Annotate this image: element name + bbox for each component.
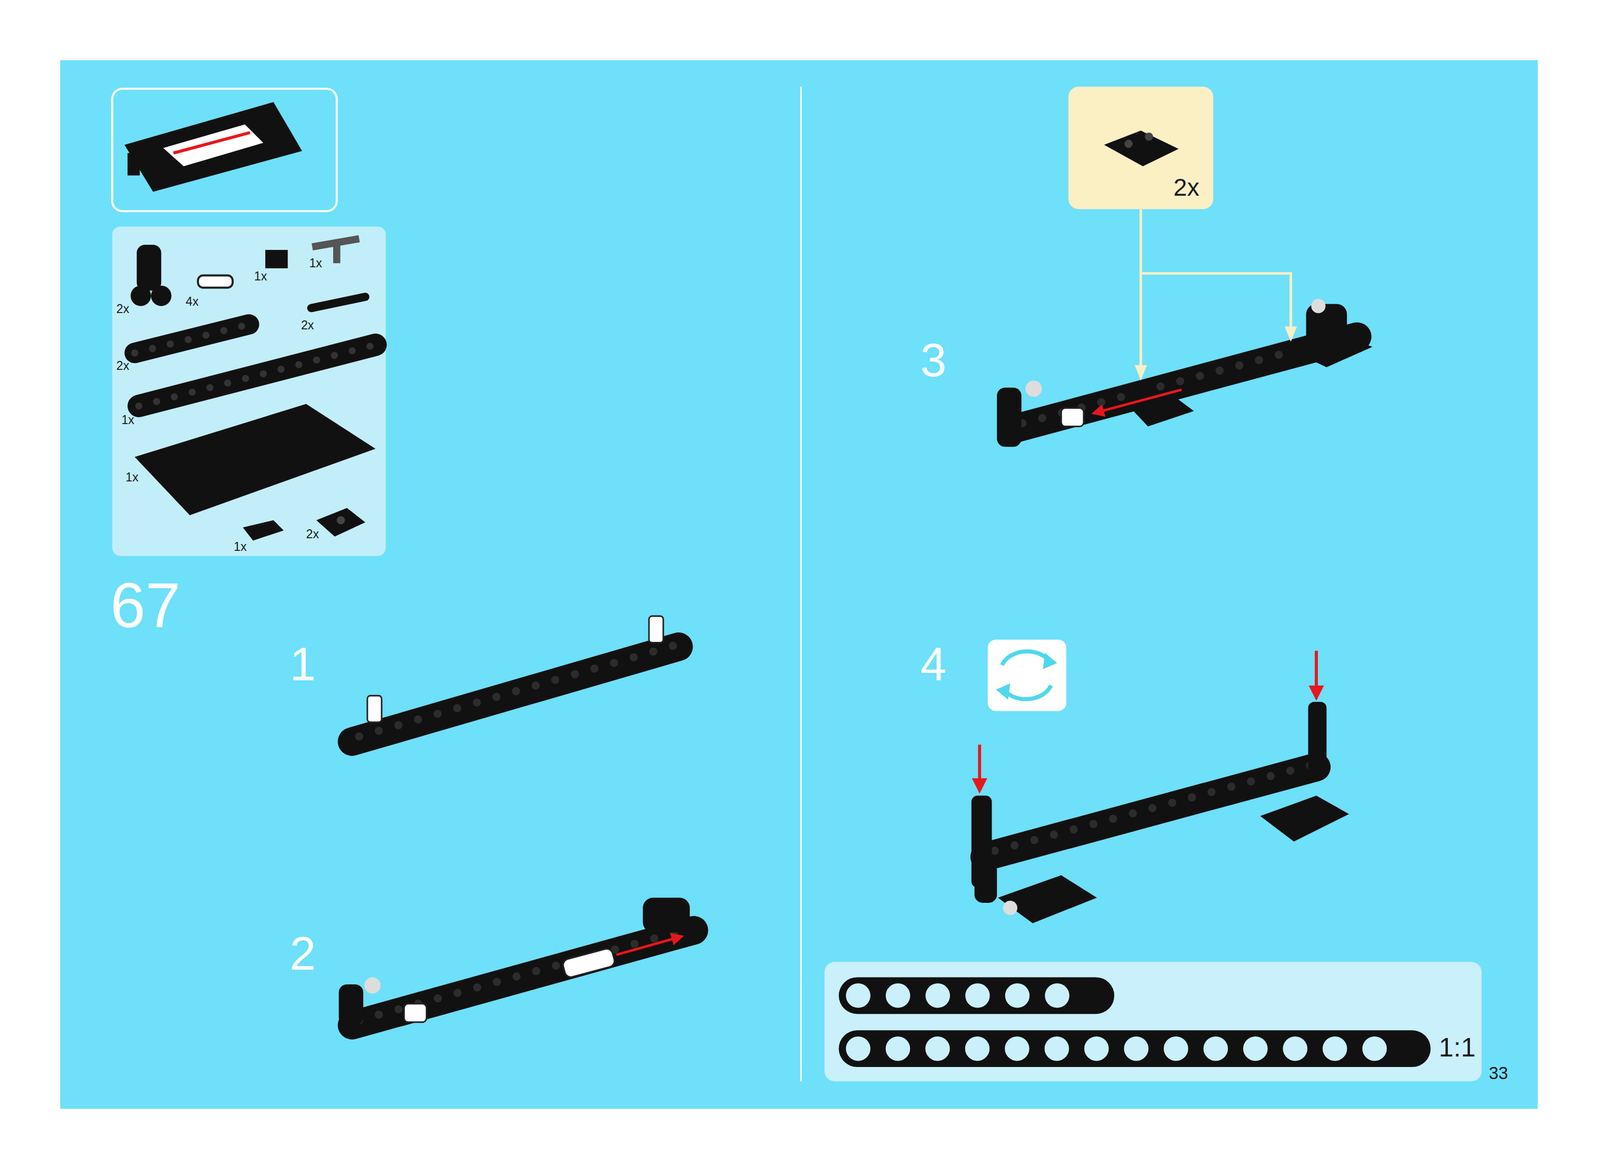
step-number: 1 xyxy=(290,641,317,688)
quantity-label: 1:1 xyxy=(1438,1034,1476,1062)
quantity-label: 1x xyxy=(308,257,323,270)
quantity-label: 1x xyxy=(233,541,247,554)
step-group-number: 67 xyxy=(110,573,181,637)
parts-callout: 2x xyxy=(1068,86,1214,210)
parts-list-panel: 2x 4x 1x 1x 2x 2x 1x 1x 1x 2x xyxy=(112,226,386,556)
quantity-label: 2x xyxy=(116,303,130,316)
scale-ruler-panel: 1:1 xyxy=(824,962,1483,1082)
quantity-label: 1x xyxy=(125,471,139,484)
step-number: 3 xyxy=(920,336,947,384)
page-number: 33 xyxy=(1488,1065,1509,1083)
quantity-label: 1x xyxy=(121,414,135,427)
quantity-label: 4x xyxy=(185,295,199,308)
quantity-label: 2x xyxy=(306,528,320,541)
step-number: 2 xyxy=(290,930,317,978)
step-number: 4 xyxy=(920,641,947,688)
quantity-label: 1x xyxy=(254,270,268,283)
quantity-label: 2x xyxy=(1173,175,1200,200)
quantity-label: 2x xyxy=(301,319,315,332)
quantity-label: 2x xyxy=(116,360,130,373)
